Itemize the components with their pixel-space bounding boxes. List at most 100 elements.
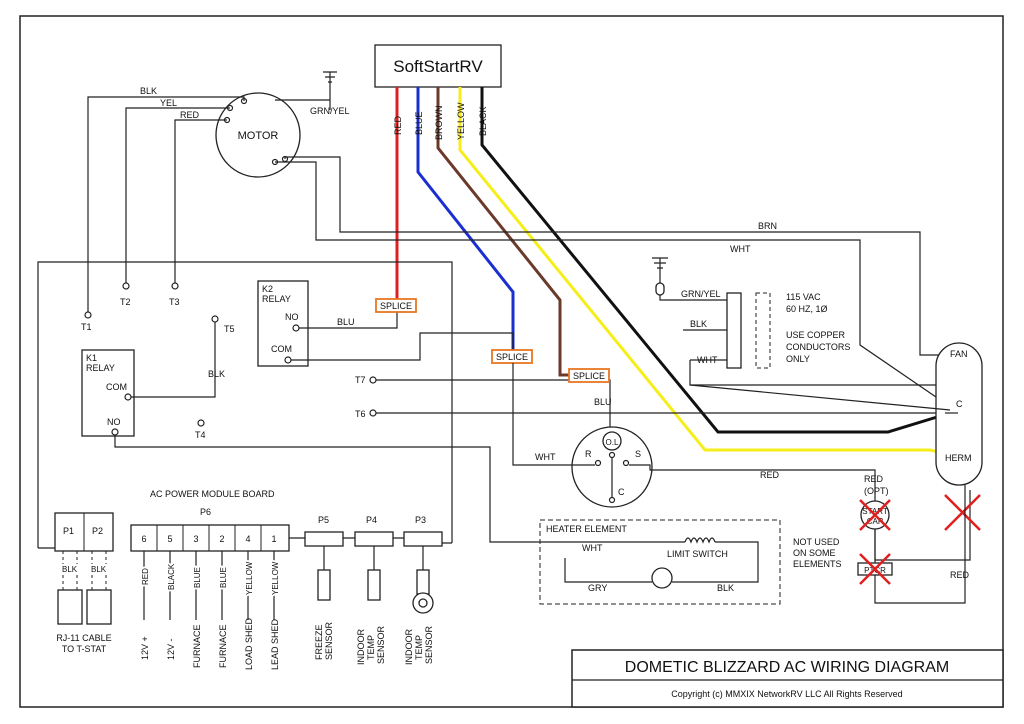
wht-label: WHT — [730, 244, 751, 254]
compressor-s: S — [635, 449, 641, 459]
heater-note3: ELEMENTS — [793, 559, 842, 569]
k1-blk-label: BLK — [208, 369, 225, 379]
heater-blk: BLK — [717, 583, 734, 593]
ol-label: O.L — [606, 438, 619, 447]
red-cap-label: RED — [950, 570, 970, 580]
rj11-1: RJ-11 CABLE — [56, 633, 111, 643]
cap-c: C — [956, 399, 963, 409]
sensor-2-l2: TEMP — [414, 635, 424, 660]
terminal-t5: T5 — [224, 324, 235, 334]
k2-relay-box — [257, 280, 309, 367]
p3-label: P3 — [415, 515, 426, 525]
k2-title: K2 — [262, 284, 273, 294]
k2-no: NO — [285, 312, 299, 322]
power-spec1: 115 VAC — [786, 292, 821, 302]
power-note2: CONDUCTORS — [786, 342, 850, 352]
pin-func-2: FURNACE — [192, 624, 202, 668]
terminal-t3: T3 — [169, 297, 180, 307]
heater-limit: LIMIT SWITCH — [667, 549, 728, 559]
run-capacitor — [935, 342, 983, 486]
motor-ground-label: GRN/YEL — [310, 106, 350, 116]
motor-red-label: RED — [180, 110, 200, 120]
k1-relay-box — [81, 349, 135, 437]
terminal-t2: T2 — [120, 297, 131, 307]
red-wire-label: RED — [393, 115, 403, 135]
heater-title: HEATER ELEMENT — [546, 524, 627, 534]
power-ground-label: GRN/YEL — [681, 289, 721, 299]
pin-func-4: LOAD SHED — [244, 617, 254, 670]
terminal-t6: T6 — [355, 409, 366, 419]
terminal-t4: T4 — [195, 430, 206, 440]
cap-fan: FAN — [950, 349, 968, 359]
k1-title: K1 — [86, 353, 97, 363]
k1-com: COM — [106, 382, 127, 392]
compressor-r: R — [585, 449, 592, 459]
pin-wire-3: BLUE — [219, 567, 228, 588]
motor-label: MOTOR — [238, 130, 279, 142]
k2-subtitle: RELAY — [262, 294, 291, 304]
heater-note2: ON SOME — [793, 548, 836, 558]
blu-label: BLU — [594, 397, 612, 407]
pin-func-5: LEAD SHED — [270, 618, 280, 670]
diagram-frame — [19, 15, 1004, 708]
pin-func-1: 12V - — [166, 638, 176, 660]
brn-label: BRN — [758, 221, 777, 231]
pin-num-2: 3 — [193, 534, 198, 544]
yellow-wire — [458, 87, 966, 460]
cap-herm: HERM — [945, 453, 972, 463]
p1-blk: BLK — [62, 565, 78, 574]
pin-wire-2: BLUE — [193, 567, 202, 588]
pin-wire-0: RED — [141, 568, 150, 585]
p6-connector — [130, 524, 290, 552]
sensor-1-l3: SENSOR — [376, 625, 386, 664]
diagram-title: DOMETIC BLIZZARD AC WIRING DIAGRAM — [625, 659, 949, 676]
pin-num-1: 5 — [167, 534, 172, 544]
pin-num-3: 2 — [219, 534, 224, 544]
heater-gry: GRY — [588, 583, 607, 593]
sensor-1-l2: TEMP — [366, 635, 376, 660]
sensor-0-l1: FREEZE — [314, 624, 324, 660]
k2-blu-label: BLU — [337, 317, 355, 327]
heater-wht: WHT — [582, 543, 603, 553]
heater-note1: NOT USED — [793, 537, 840, 547]
terminal-t7: T7 — [355, 375, 366, 385]
splice-blue-label: SPLICE — [496, 352, 528, 362]
title-block — [571, 649, 1004, 708]
red-opt-2: (OPT) — [864, 486, 889, 496]
rj11-2: TO T-STAT — [62, 644, 107, 654]
pin-func-0: 12V + — [140, 636, 150, 660]
power-dashed — [755, 292, 771, 369]
p6-pins — [156, 525, 262, 551]
pin-num-0: 6 — [141, 534, 146, 544]
splice-brown — [568, 368, 610, 383]
overload — [602, 431, 622, 451]
sensor-0-l2: SENSOR — [324, 621, 334, 660]
pin-func-3: FURNACE — [218, 624, 228, 668]
heater-box — [539, 519, 781, 605]
compressor-c: C — [618, 487, 625, 497]
power-blk-label: BLK — [690, 319, 707, 329]
board-title: AC POWER MODULE BOARD — [150, 489, 275, 499]
sensor-2-l1: INDOOR — [404, 628, 414, 665]
motor-blk-label: BLK — [140, 86, 157, 96]
sensor-1-l1: INDOOR — [356, 628, 366, 665]
motor-yel-label: YEL — [160, 98, 177, 108]
brown-wire-label: BROWN — [434, 106, 444, 141]
start-cap-label1: START — [862, 507, 888, 516]
splice-brown-label: SPLICE — [573, 371, 605, 381]
wht-compressor-label: WHT — [535, 452, 556, 462]
start-cap-label2: CAP — [867, 517, 883, 526]
power-spec2: 60 HZ, 1Ø — [786, 304, 828, 314]
p2-blk: BLK — [91, 565, 107, 574]
sensor-2-l3: SENSOR — [424, 625, 434, 664]
softstart-label: SoftStartRV — [393, 57, 483, 76]
power-wht-label: WHT — [697, 355, 718, 365]
brown-wire — [436, 87, 570, 377]
p5-label: P5 — [318, 515, 329, 525]
red-opt-1: RED — [864, 474, 884, 484]
terminal-t1: T1 — [81, 322, 92, 332]
power-note1: USE COPPER — [786, 330, 846, 340]
motor-circle — [215, 92, 301, 178]
black-wire-label: BLACK — [478, 106, 488, 136]
